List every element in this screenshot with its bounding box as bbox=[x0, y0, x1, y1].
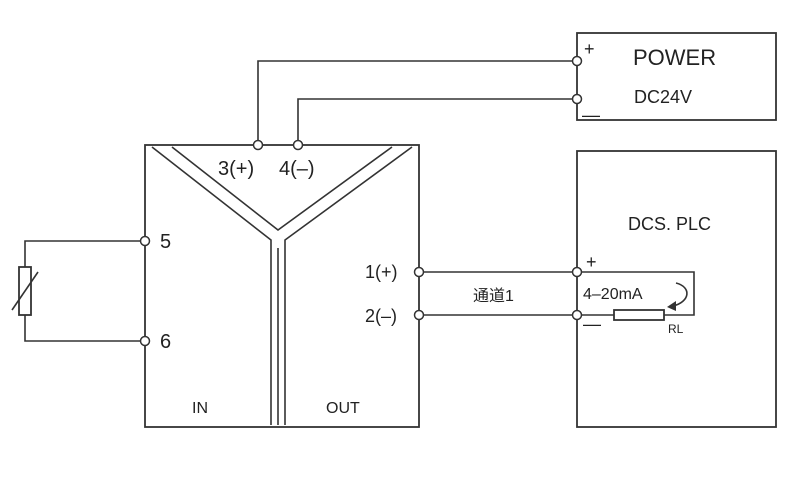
sensor-variable-arrow bbox=[11, 271, 39, 311]
dcs-plus-sign: + bbox=[586, 252, 597, 272]
channel-label: 通道1 bbox=[473, 287, 514, 305]
dcs-plus-terminal bbox=[571, 266, 583, 278]
sensor-wire-bottom bbox=[24, 315, 141, 342]
terminal-2 bbox=[413, 309, 425, 321]
power-minus-wire bbox=[297, 98, 573, 140]
sensor-wire-top bbox=[24, 240, 141, 267]
terminal-3-label: 3(+) bbox=[218, 158, 254, 180]
terminal-5 bbox=[139, 235, 151, 247]
power-minus-sign: — bbox=[582, 105, 600, 125]
dcs-minus-sign: — bbox=[583, 314, 601, 334]
current-label: 4–20mA bbox=[583, 286, 643, 303]
power-plus-terminal bbox=[571, 55, 583, 67]
partition-line bbox=[284, 146, 413, 425]
power-voltage: DC24V bbox=[634, 87, 692, 107]
dcs-minus-terminal bbox=[571, 309, 583, 321]
rl-label: RL bbox=[668, 322, 684, 336]
power-box bbox=[576, 32, 777, 121]
terminal-2-label: 2(–) bbox=[365, 306, 397, 326]
terminal-6 bbox=[139, 335, 151, 347]
current-arrowhead-icon bbox=[667, 301, 676, 311]
terminal-1-label: 1(+) bbox=[365, 262, 398, 282]
power-title: POWER bbox=[633, 45, 716, 70]
module-box bbox=[144, 144, 420, 428]
dcs-title: DCS. PLC bbox=[628, 214, 711, 234]
terminal-1 bbox=[413, 266, 425, 278]
terminal-6-label: 6 bbox=[160, 331, 171, 353]
partition-line bbox=[171, 146, 393, 232]
power-plus-wire bbox=[257, 60, 573, 140]
dcs-plc: DCS. PLC + — RL 4–20mA bbox=[571, 150, 777, 428]
terminal-4 bbox=[292, 139, 304, 151]
current-arrow-icon bbox=[672, 282, 688, 307]
in-label: IN bbox=[192, 400, 208, 417]
terminal-3 bbox=[252, 139, 264, 151]
dcs-loop-wire bbox=[581, 271, 695, 316]
terminal-4-label: 4(–) bbox=[279, 158, 315, 180]
power-plus-sign: + bbox=[584, 39, 595, 59]
terminal-5-label: 5 bbox=[160, 231, 171, 253]
power-minus-terminal bbox=[571, 93, 583, 105]
input-sensor bbox=[11, 240, 141, 342]
out-label: OUT bbox=[326, 400, 360, 417]
power-supply: POWER DC24V + — bbox=[571, 32, 777, 125]
partition-line bbox=[151, 146, 272, 425]
isolator-module: 3(+) 4(–) 5 6 1(+) 2(–) IN OUT bbox=[139, 139, 425, 428]
dcs-box bbox=[576, 150, 777, 428]
rl-resistor bbox=[613, 309, 665, 321]
